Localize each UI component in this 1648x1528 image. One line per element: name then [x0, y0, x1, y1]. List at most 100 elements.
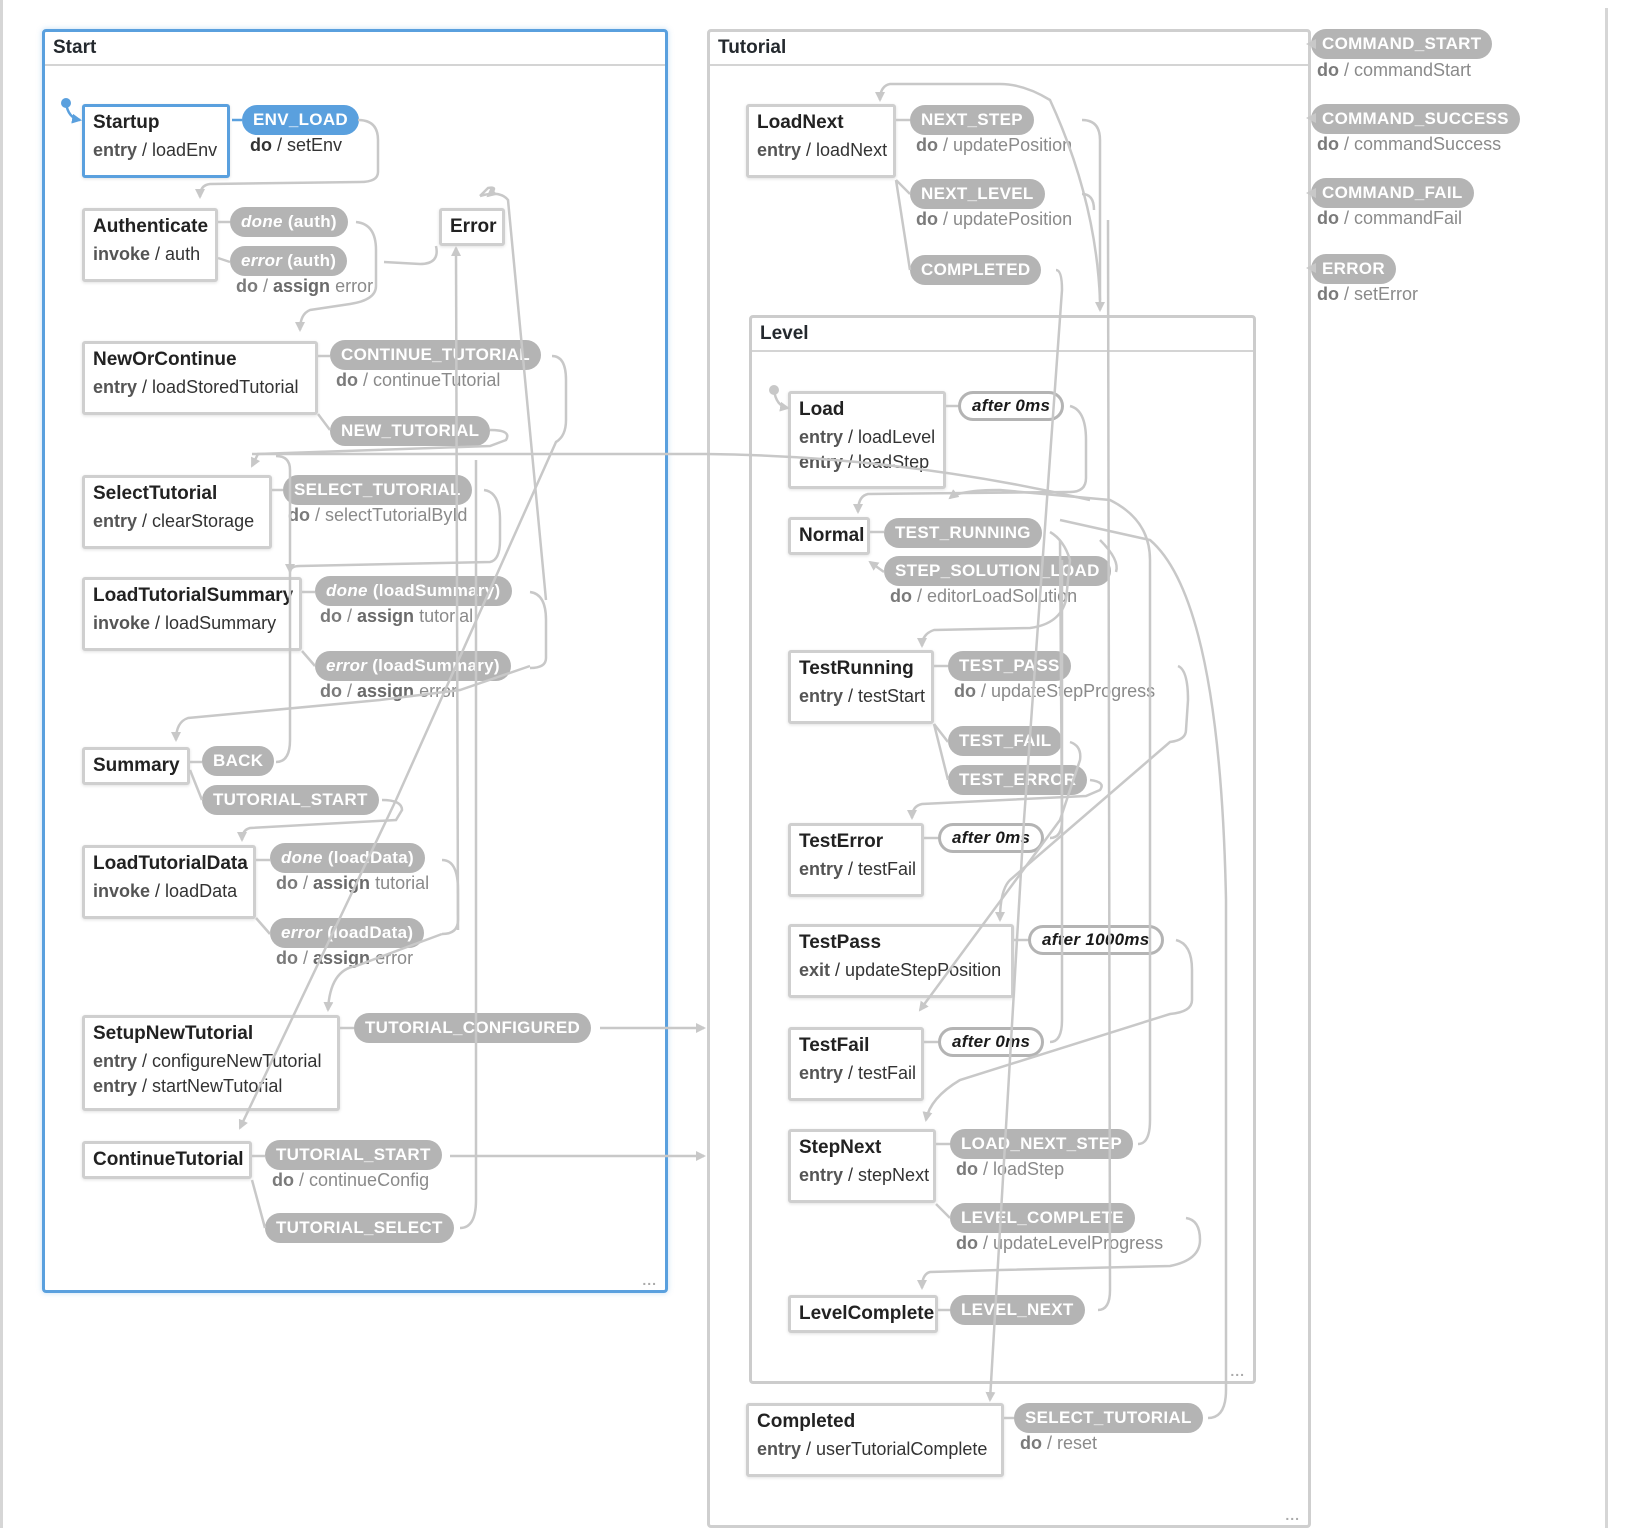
event-label: COMMAND_FAIL	[1322, 183, 1463, 202]
event-test-running[interactable]: TEST_RUNNING	[884, 518, 1042, 548]
event-after-1000ms[interactable]: after 1000ms	[1028, 925, 1164, 955]
action-keyword: entry	[799, 1063, 844, 1083]
state-level-complete[interactable]: LevelComplete	[788, 1295, 938, 1333]
state-test-error[interactable]: TestError entry / testFail	[788, 823, 924, 897]
event-after-0ms-test-error[interactable]: after 0ms	[938, 823, 1045, 853]
event-test-fail[interactable]: TEST_FAIL	[948, 726, 1063, 756]
event-action-assign-error: do / assign error	[320, 681, 458, 701]
event-select-tutorial-completed[interactable]: SELECT_TUTORIAL	[1014, 1403, 1203, 1433]
state-summary[interactable]: Summary	[82, 747, 190, 785]
event-label: TEST_ERROR	[959, 770, 1077, 789]
event-tutorial-start[interactable]: TUTORIAL_START	[202, 785, 379, 815]
state-select-tutorial[interactable]: SelectTutorial entry / clearStorage	[82, 475, 272, 549]
event-step-solution-load[interactable]: STEP_SOLUTION_LOAD	[884, 556, 1111, 586]
action-name: clearStorage	[152, 511, 255, 531]
state-action: entry / configureNewTutorial	[93, 1051, 322, 1071]
state-load-next[interactable]: LoadNext entry / loadNext	[746, 104, 896, 178]
state-name: Completed	[757, 1411, 856, 1432]
state-action: entry / testFail	[799, 859, 917, 879]
event-test-error[interactable]: TEST_ERROR	[948, 765, 1088, 795]
state-test-fail[interactable]: TestFail entry / testFail	[788, 1027, 924, 1101]
event-command-start[interactable]: COMMAND_START	[1311, 29, 1493, 59]
event-completed[interactable]: COMPLETED	[910, 255, 1042, 285]
event-after-0ms-test-fail[interactable]: after 0ms	[938, 1027, 1045, 1057]
event-label: COMPLETED	[921, 260, 1031, 279]
state-completed[interactable]: Completed entry / userTutorialComplete	[746, 1403, 1004, 1477]
event-error-auth[interactable]: error (auth)	[230, 246, 348, 276]
event-new-tutorial[interactable]: NEW_TUTORIAL	[330, 416, 491, 446]
event-action-update-level-progress: do / updateLevelProgress	[956, 1233, 1164, 1253]
state-name: Startup	[93, 112, 160, 133]
action-name: loadNext	[816, 140, 888, 160]
event-tutorial-start-continue[interactable]: TUTORIAL_START	[265, 1140, 442, 1170]
state-action: exit / updateStepPosition	[799, 960, 1002, 980]
event-tutorial-configured[interactable]: TUTORIAL_CONFIGURED	[354, 1013, 592, 1043]
event-label: NEXT_LEVEL	[921, 184, 1034, 203]
state-name: Load	[799, 399, 845, 420]
event-error-load-summary[interactable]: error (loadSummary)	[315, 651, 511, 681]
event-action-set-error: do / setError	[1317, 284, 1419, 304]
event-level-next[interactable]: LEVEL_NEXT	[950, 1295, 1085, 1325]
state-action: invoke / loadSummary	[93, 613, 277, 633]
state-new-or-continue[interactable]: NewOrContinue entry / loadStoredTutorial	[82, 341, 318, 415]
left-divider	[0, 0, 3, 1528]
action-keyword: invoke	[93, 881, 151, 901]
action-name: configureNewTutorial	[152, 1051, 322, 1071]
event-action-assign-tutorial: do / assign tutorial	[276, 873, 430, 893]
state-step-next[interactable]: StepNext entry / stepNext	[788, 1129, 936, 1203]
state-load-tutorial-data[interactable]: LoadTutorialData invoke / loadData	[82, 845, 256, 919]
state-action: entry / clearStorage	[93, 511, 255, 531]
event-action-assign-tutorial: do / assign tutorial	[320, 606, 474, 626]
event-done-load-data[interactable]: done (loadData)	[270, 843, 425, 873]
start-region-more-icon[interactable]: ...	[642, 1272, 657, 1288]
event-label: SELECT_TUTORIAL	[294, 480, 461, 499]
event-action-reset: do / reset	[1020, 1433, 1098, 1453]
state-name: LoadNext	[757, 112, 844, 133]
state-action: entry / loadNext	[757, 140, 888, 160]
action-name: loadLevel	[858, 427, 936, 447]
state-error[interactable]: Error	[439, 208, 505, 246]
state-normal[interactable]: Normal	[788, 517, 870, 555]
event-back[interactable]: BACK	[202, 746, 275, 776]
event-after-0ms-load[interactable]: after 0ms	[958, 391, 1065, 421]
state-setup-new-tutorial[interactable]: SetupNewTutorial entry / configureNewTut…	[82, 1015, 340, 1111]
event-done-auth[interactable]: done (auth)	[230, 207, 348, 237]
event-load-next-step[interactable]: LOAD_NEXT_STEP	[950, 1129, 1134, 1159]
state-name: Authenticate	[93, 216, 209, 237]
event-level-complete[interactable]: LEVEL_COMPLETE	[950, 1203, 1135, 1233]
event-error-global[interactable]: ERROR	[1311, 254, 1396, 284]
level-region-more-icon[interactable]: ...	[1230, 1363, 1245, 1379]
event-action-assign-error: do / assign error	[236, 276, 374, 296]
action-name: testFail	[858, 859, 917, 879]
event-label: after 0ms	[952, 828, 1031, 847]
tutorial-region-more-icon[interactable]: ...	[1285, 1507, 1300, 1523]
state-load[interactable]: Load entry / loadLevel entry / loadStep	[788, 391, 946, 489]
event-tutorial-select[interactable]: TUTORIAL_SELECT	[265, 1213, 454, 1243]
event-label: TUTORIAL_START	[276, 1145, 431, 1164]
event-label: SELECT_TUTORIAL	[1025, 1408, 1192, 1427]
event-done-load-summary[interactable]: done (loadSummary)	[315, 576, 512, 606]
event-command-success[interactable]: COMMAND_SUCCESS	[1311, 104, 1520, 134]
state-load-tutorial-summary[interactable]: LoadTutorialSummary invoke / loadSummary	[82, 577, 302, 651]
event-next-step[interactable]: NEXT_STEP	[910, 105, 1034, 135]
action-name: updateStepPosition	[845, 960, 1002, 980]
event-label: TUTORIAL_START	[213, 790, 368, 809]
state-name: TestPass	[799, 932, 882, 953]
event-label: LEVEL_COMPLETE	[961, 1208, 1124, 1227]
state-test-pass[interactable]: TestPass exit / updateStepPosition	[788, 924, 1014, 998]
event-error-load-data[interactable]: error (loadData)	[270, 918, 425, 948]
event-continue-tutorial[interactable]: CONTINUE_TUTORIAL	[330, 340, 541, 370]
state-continue-tutorial[interactable]: ContinueTutorial	[82, 1141, 252, 1179]
event-command-fail[interactable]: COMMAND_FAIL	[1311, 178, 1474, 208]
action-name: startNewTutorial	[152, 1076, 283, 1096]
event-next-level[interactable]: NEXT_LEVEL	[910, 179, 1045, 209]
state-startup[interactable]: Startup entry / loadEnv	[82, 104, 230, 178]
state-test-running[interactable]: TestRunning entry / testStart	[788, 650, 934, 724]
state-authenticate[interactable]: Authenticate invoke / auth	[82, 208, 218, 282]
state-action: invoke / loadData	[93, 881, 238, 901]
event-test-pass[interactable]: TEST_PASS	[948, 651, 1071, 681]
event-label: BACK	[213, 751, 264, 770]
event-action-load-step: do / loadStep	[956, 1159, 1065, 1179]
event-select-tutorial[interactable]: SELECT_TUTORIAL	[283, 475, 472, 505]
event-env-load[interactable]: ENV_LOAD	[242, 105, 359, 135]
